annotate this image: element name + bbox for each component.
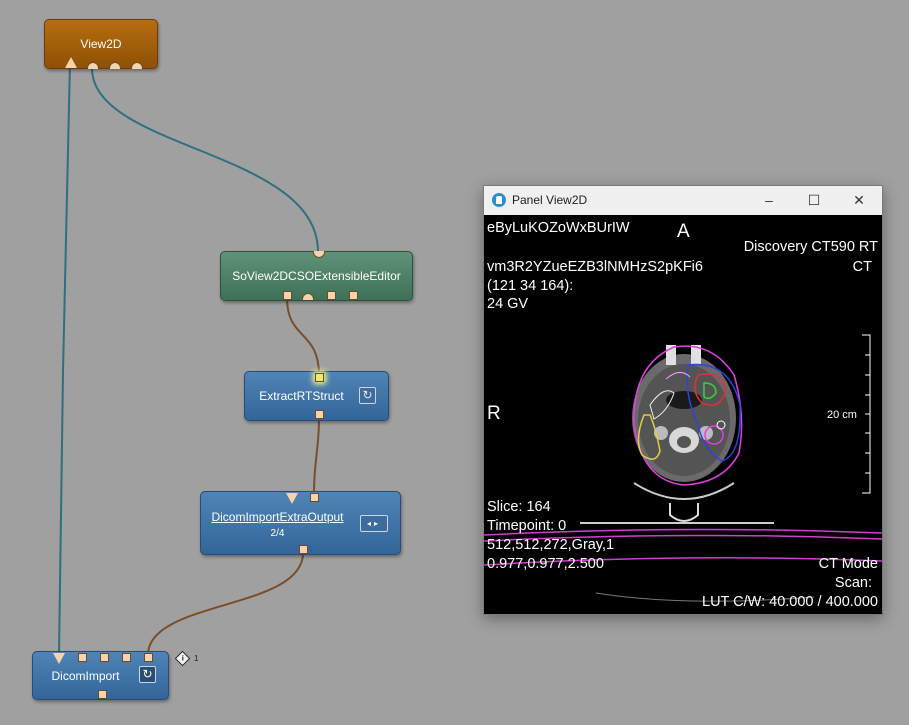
contour-green xyxy=(703,382,717,400)
cso-editor-input-port-3[interactable] xyxy=(349,291,358,300)
panel-view2d-window[interactable]: Panel View2D – ☐ ✕ xyxy=(483,185,883,615)
contour-yellow xyxy=(637,414,661,460)
extraoutput-input-port[interactable] xyxy=(299,545,308,554)
connection-extraoutput-to-dicomimport[interactable] xyxy=(147,552,304,656)
minimize-button[interactable]: – xyxy=(765,192,773,208)
info-badge-text: i xyxy=(181,654,184,662)
contour-magenta-node xyxy=(704,425,724,445)
dicomimport-output-port-3[interactable] xyxy=(122,653,131,662)
overlay-voxel: 0.977,0.977,2.500 xyxy=(487,556,604,572)
extractrtstruct-output-port[interactable] xyxy=(315,373,324,382)
refresh-icon: ↻ xyxy=(142,667,153,681)
overlay-scanner: Discovery CT590 RT xyxy=(743,239,878,255)
overlay-mode: CT Mode xyxy=(818,556,878,572)
body-contour-lower xyxy=(484,528,882,536)
cso-editor-input-port-1[interactable] xyxy=(283,291,292,300)
overlay-slice: Slice: 164 xyxy=(487,499,551,515)
extraoutput-nav-buttons[interactable]: ◂▸ xyxy=(360,515,388,532)
connection-view2d-to-cso-editor[interactable] xyxy=(91,67,319,253)
dicomimport-output-port-1[interactable] xyxy=(78,653,87,662)
overlay-scale-label: 20 cm xyxy=(827,409,857,421)
dicomimport-output-port-4[interactable] xyxy=(144,653,153,662)
close-button[interactable]: ✕ xyxy=(853,192,865,208)
connection-cso-editor-to-extractrtstruct[interactable] xyxy=(286,297,320,376)
overlay-dims: 512,512,272,Gray,1 xyxy=(487,537,615,553)
arrow-left-right-icon: ◂▸ xyxy=(366,519,382,528)
overlay-scan: Scan: xyxy=(834,575,872,591)
view2d-image-input-port[interactable] xyxy=(65,57,77,68)
overlay-value: 24 GV xyxy=(487,296,529,312)
maximize-button[interactable]: ☐ xyxy=(807,192,821,208)
overlay-orientation-left: R xyxy=(487,403,501,424)
node-dicomimport[interactable]: DicomImport ↻ xyxy=(32,651,169,700)
extractrtstruct-refresh-button[interactable]: ↻ xyxy=(359,387,376,404)
overlay-modality: CT xyxy=(852,259,872,275)
extraoutput-image-output-port[interactable] xyxy=(286,493,298,504)
contour-blue xyxy=(686,363,741,462)
overlay-coords: (121 34 164): xyxy=(487,278,574,294)
node-view2d-title: View2D xyxy=(80,37,122,51)
panel-title: Panel View2D xyxy=(512,193,588,207)
cso-editor-input-port-2[interactable] xyxy=(327,291,336,300)
dicomimport-output-port-2[interactable] xyxy=(100,653,109,662)
node-cso-editor[interactable]: SoView2DCSOExtensibleEditor xyxy=(220,251,413,301)
view2d-inventor-input-port-2[interactable] xyxy=(109,62,121,69)
ct-slice-image[interactable] xyxy=(484,215,882,614)
node-dicomimport-title: DicomImport xyxy=(51,669,120,683)
node-extractrtstruct-title: ExtractRTStruct xyxy=(259,389,344,403)
dicomimport-input-port[interactable] xyxy=(98,690,107,699)
cso-editor-inventor-output-port[interactable] xyxy=(313,251,325,258)
contour-body xyxy=(633,345,743,486)
cso-editor-inventor-input-port[interactable] xyxy=(302,293,314,300)
connection-extractrtstruct-to-extraoutput[interactable] xyxy=(313,417,320,494)
dicomimport-refresh-button[interactable]: ↻ xyxy=(139,666,156,683)
refresh-icon: ↻ xyxy=(362,388,373,402)
image-viewer[interactable]: eByLuKOZoWxBUrIW A Discovery CT590 RT vm… xyxy=(484,215,882,614)
node-dicom-extra-output[interactable]: DicomImportExtraOutput 2/4 ◂▸ xyxy=(200,491,401,555)
overlay-timepoint: Timepoint: 0 xyxy=(487,518,567,534)
overlay-patient-name: eByLuKOZoWxBUrIW xyxy=(487,220,630,236)
mevislab-app-icon xyxy=(492,193,506,207)
overlay-patient-id: vm3R2YZueEZB3lNMHzS2pKFi6 xyxy=(487,259,703,275)
node-cso-editor-title: SoView2DCSOExtensibleEditor xyxy=(232,269,401,283)
extraoutput-data-output-port[interactable] xyxy=(310,493,319,502)
view2d-inventor-input-port-3[interactable] xyxy=(131,62,143,69)
extractrtstruct-input-port[interactable] xyxy=(315,410,324,419)
overlay-orientation-top: A xyxy=(677,221,690,242)
overlay-lut: LUT C/W: 40.000 / 400.000 xyxy=(702,594,878,610)
panel-titlebar[interactable]: Panel View2D – ☐ ✕ xyxy=(484,186,882,215)
node-extractrtstruct[interactable]: ExtractRTStruct ↻ xyxy=(244,371,389,421)
node-view2d[interactable]: View2D xyxy=(44,19,158,69)
connection-dicomimport-to-view2d[interactable] xyxy=(58,61,71,656)
contour-red xyxy=(694,373,727,406)
node-dicom-extra-output-index: 2/4 xyxy=(270,528,285,539)
dicomimport-image-output-port[interactable] xyxy=(53,653,65,664)
info-badge-number: 1 xyxy=(194,654,199,663)
view2d-inventor-input-port-1[interactable] xyxy=(87,62,99,69)
node-dicom-extra-output-title: DicomImportExtraOutput xyxy=(211,510,344,524)
